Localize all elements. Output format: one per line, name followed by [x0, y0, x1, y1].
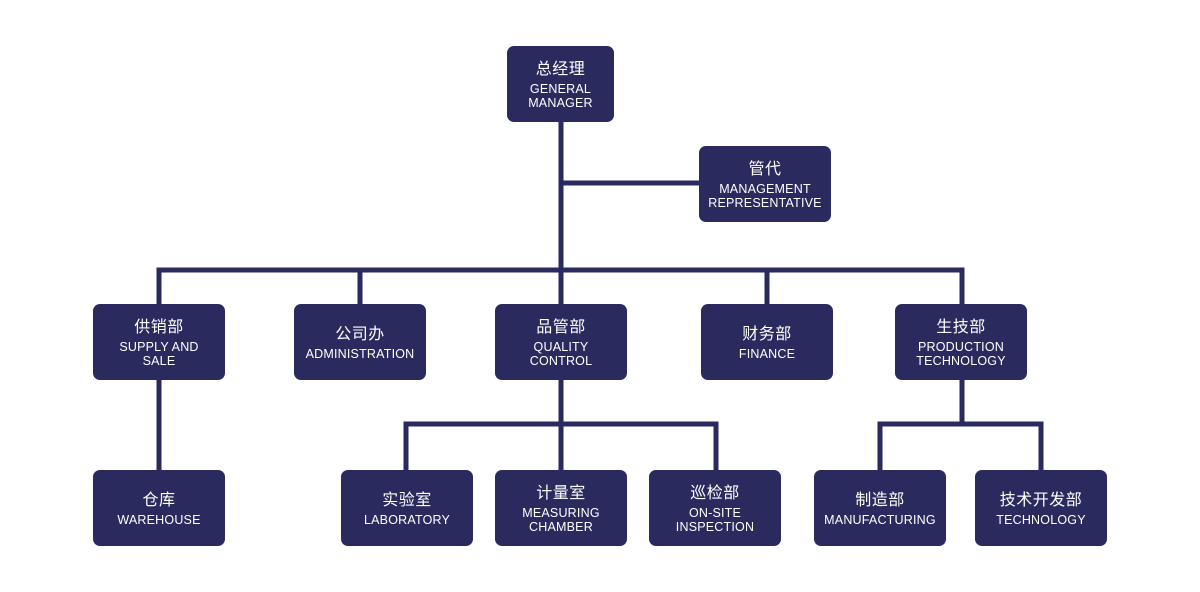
node-label-en: MEASURING CHAMBER: [522, 505, 600, 534]
node-label-zh: 实验室: [382, 489, 432, 509]
node-technology: 技术开发部 TECHNOLOGY: [975, 470, 1107, 546]
node-label-zh: 计量室: [536, 482, 586, 502]
node-label-en: SUPPLY AND SALE: [119, 339, 199, 368]
node-label-en: MANUFACTURING: [824, 512, 936, 527]
node-onsite-inspection: 巡检部 ON-SITE INSPECTION: [649, 470, 781, 546]
node-label-en: ADMINISTRATION: [305, 346, 415, 361]
node-label-zh: 巡检部: [690, 482, 740, 502]
node-label-en: PRODUCTION TECHNOLOGY: [916, 339, 1006, 368]
node-supply-sale: 供销部 SUPPLY AND SALE: [93, 304, 225, 380]
node-label-zh: 管代: [748, 158, 782, 178]
node-label-en: ON-SITE INSPECTION: [675, 505, 755, 534]
node-label-zh: 财务部: [742, 323, 792, 343]
node-quality-control: 品管部 QUALITY CONTROL: [495, 304, 627, 380]
node-label-en: WAREHOUSE: [117, 512, 201, 527]
node-label-zh: 仓库: [142, 489, 176, 509]
node-label-en: FINANCE: [738, 346, 796, 361]
node-laboratory: 实验室 LABORATORY: [341, 470, 473, 546]
node-production-technology: 生技部 PRODUCTION TECHNOLOGY: [895, 304, 1027, 380]
node-label-en: TECHNOLOGY: [996, 512, 1086, 527]
node-label-en: MANAGEMENT REPRESENTATIVE: [708, 181, 822, 210]
node-label-zh: 生技部: [936, 316, 986, 336]
node-manufacturing: 制造部 MANUFACTURING: [814, 470, 946, 546]
node-label-zh: 供销部: [134, 316, 184, 336]
node-management-representative: 管代 MANAGEMENT REPRESENTATIVE: [699, 146, 831, 222]
node-label-en: LABORATORY: [363, 512, 451, 527]
node-warehouse: 仓库 WAREHOUSE: [93, 470, 225, 546]
node-administration: 公司办 ADMINISTRATION: [294, 304, 426, 380]
node-label-zh: 公司办: [335, 323, 385, 343]
node-label-en: GENERAL MANAGER: [528, 81, 593, 110]
node-label-en: QUALITY CONTROL: [529, 339, 593, 368]
node-measuring-chamber: 计量室 MEASURING CHAMBER: [495, 470, 627, 546]
node-label-zh: 品管部: [536, 316, 586, 336]
node-label-zh: 制造部: [855, 489, 905, 509]
node-general-manager: 总经理 GENERAL MANAGER: [507, 46, 614, 122]
node-label-zh: 总经理: [535, 58, 586, 78]
node-finance: 财务部 FINANCE: [701, 304, 833, 380]
node-label-zh: 技术开发部: [999, 489, 1083, 509]
